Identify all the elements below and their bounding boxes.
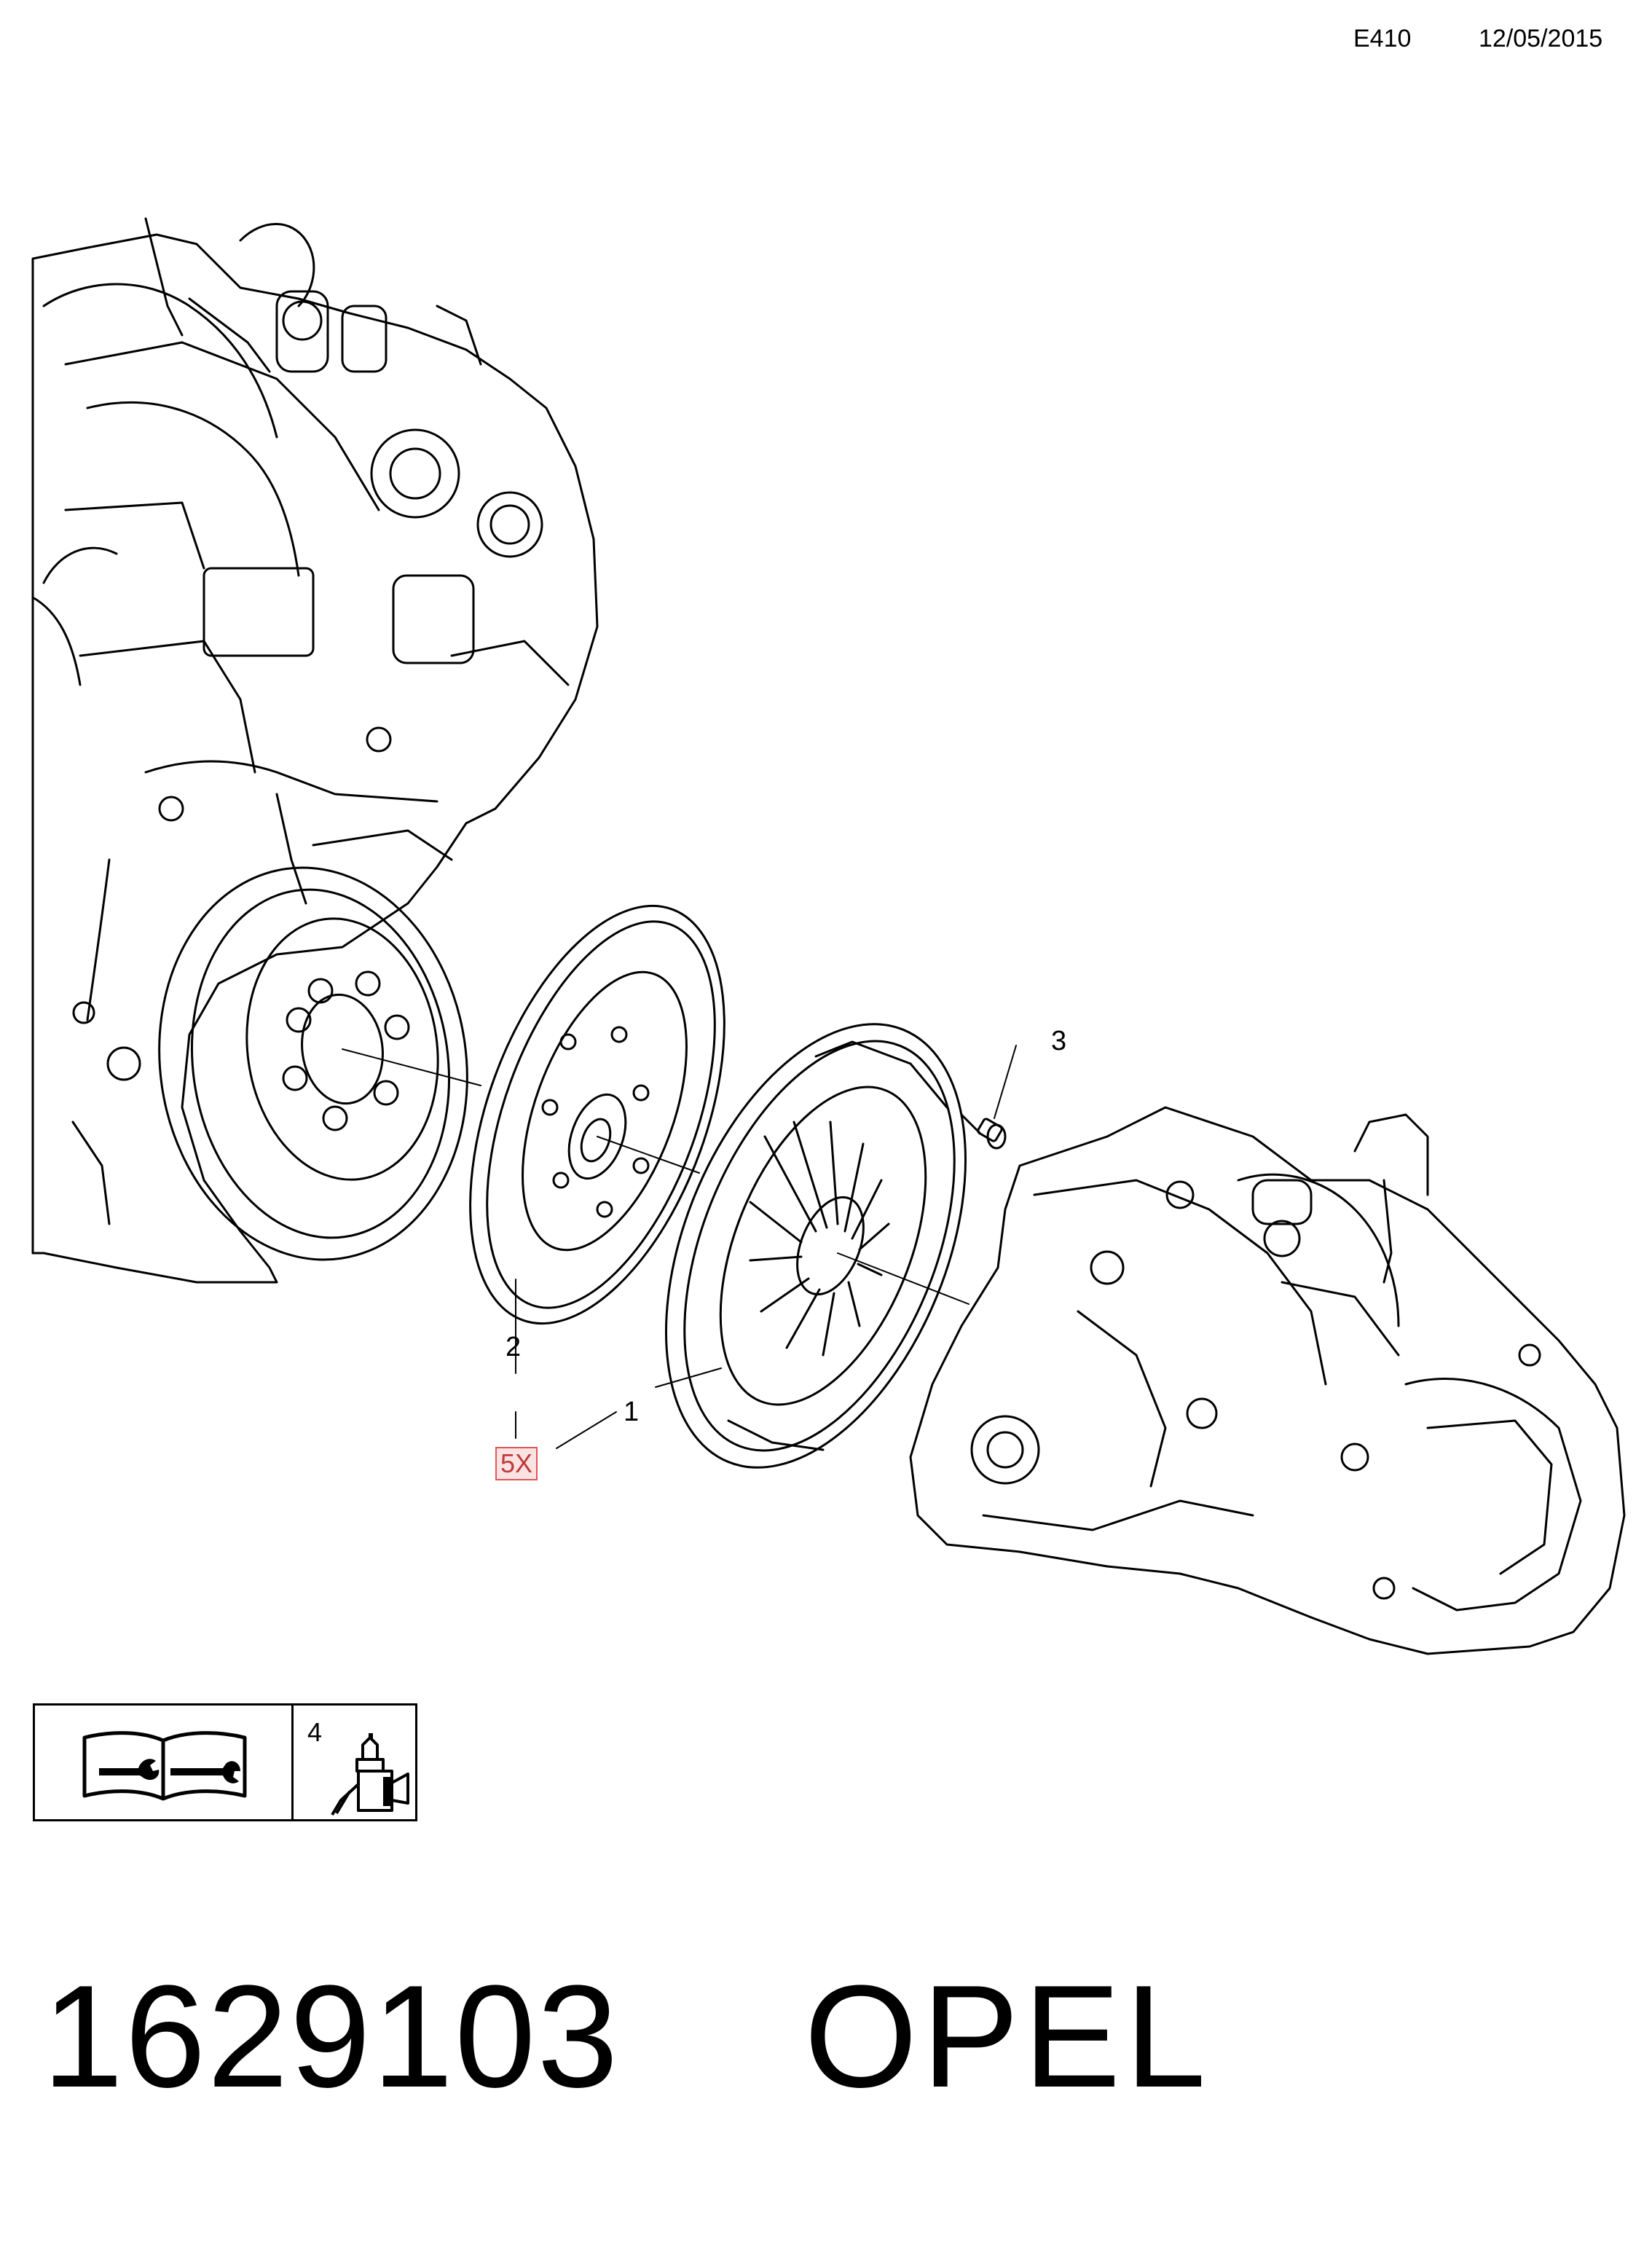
transmission [909,1106,1626,1655]
part-number: 1629103 [42,1955,620,2118]
pressure-plate [665,1023,967,1469]
service-manual-wrench-icon [82,1731,247,1801]
bolt [960,1113,1007,1150]
callout-2: 2 [506,1332,522,1362]
legend-item-number: 4 [307,1717,323,1747]
callout-3: 3 [1051,1026,1067,1056]
brand-name: OPEL [804,1955,1211,2118]
callout-1: 1 [624,1397,640,1427]
engine-block [31,217,599,1284]
legend-box: 4 [33,1703,417,1821]
diagram-code: E410 [1353,25,1412,52]
assembly-centerline [342,1048,969,1305]
flywheel [158,866,468,1261]
clutch-disc [469,904,725,1325]
diagram-date: 12/05/2015 [1479,25,1603,52]
quantity-5x-badge: 5X [495,1447,538,1480]
callout-leader-lines [515,1045,1017,1449]
legend-divider [291,1706,294,1819]
adhesive-bottle-icon [331,1733,409,1816]
